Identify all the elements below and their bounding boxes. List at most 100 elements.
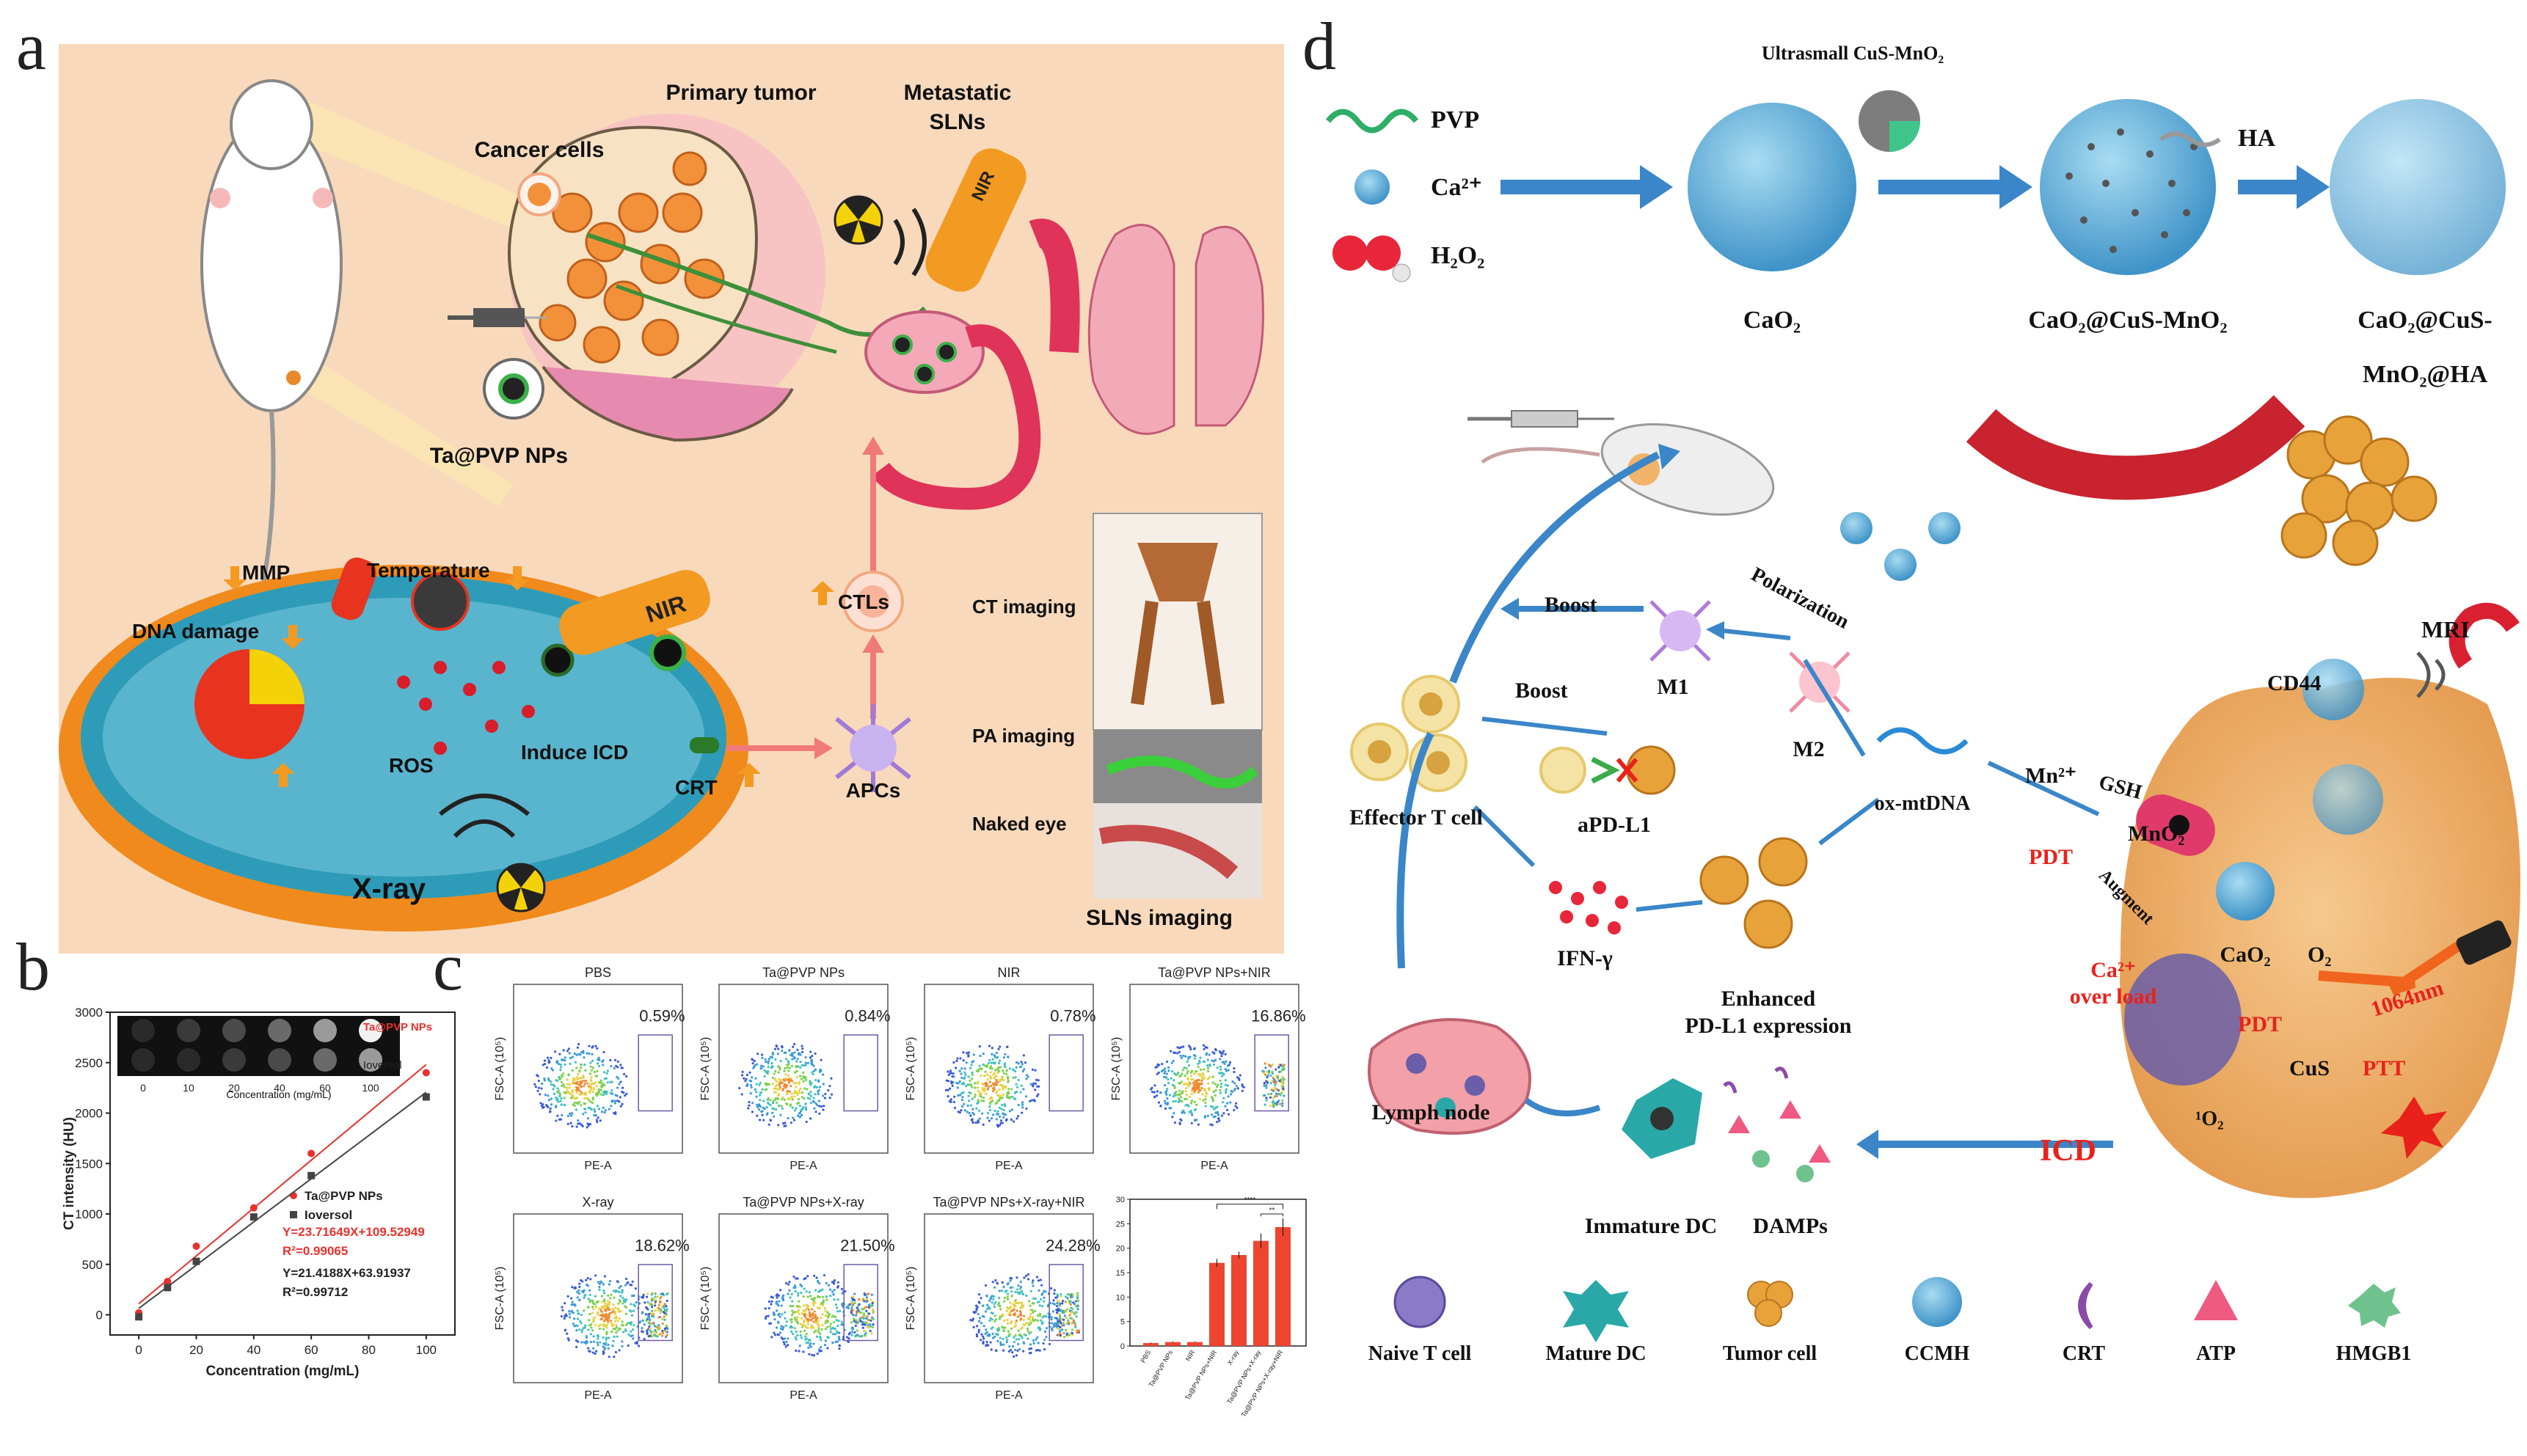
flow-event xyxy=(539,1093,542,1096)
flow-event xyxy=(799,1334,802,1337)
legend-hmgb1-icon xyxy=(2348,1284,2401,1328)
flow-event xyxy=(1175,1090,1178,1094)
ct-leg-icon xyxy=(1131,600,1225,706)
flow-event xyxy=(1172,1095,1175,1098)
flow-event xyxy=(1029,1347,1033,1350)
flow-gate xyxy=(1049,1034,1084,1112)
flow-event xyxy=(796,1277,799,1280)
flow-event xyxy=(1224,1083,1227,1086)
flow-event xyxy=(564,1056,566,1059)
flow-event xyxy=(982,1090,985,1093)
flow-event xyxy=(1017,1062,1020,1065)
flow-event xyxy=(793,1051,796,1054)
flow-event-positive xyxy=(1076,1294,1079,1298)
flow-event-positive xyxy=(1059,1334,1062,1337)
flow-event xyxy=(775,1294,778,1297)
flow-event xyxy=(596,1121,599,1124)
flow-event xyxy=(616,1075,619,1078)
flow-event xyxy=(612,1327,615,1331)
flow-event xyxy=(976,1086,979,1089)
flow-event xyxy=(836,1306,839,1309)
flow-event xyxy=(586,1341,588,1344)
flow-event xyxy=(798,1091,801,1094)
flow-event xyxy=(594,1303,597,1306)
flow-event-positive xyxy=(1069,1300,1072,1303)
flow-event-positive xyxy=(1266,1075,1269,1079)
flow-event xyxy=(795,1338,798,1341)
flow-event xyxy=(1002,1088,1004,1091)
flow-event xyxy=(580,1331,583,1334)
flow-event-positive xyxy=(651,1309,654,1312)
flow-event xyxy=(799,1075,802,1078)
bar-category-label: Ta@PVP NPs xyxy=(1148,1349,1175,1389)
flow-event xyxy=(621,1302,624,1305)
flow-event xyxy=(988,1307,991,1310)
flow-event-positive xyxy=(872,1310,875,1314)
flow-event xyxy=(1009,1277,1012,1280)
flow-event xyxy=(1029,1100,1032,1103)
flow-event xyxy=(589,1061,592,1064)
flow-event xyxy=(1224,1067,1227,1071)
flow-event xyxy=(575,1108,578,1111)
flow-event xyxy=(1208,1053,1211,1056)
flow-event xyxy=(581,1124,584,1127)
flow-event xyxy=(1018,1338,1021,1341)
flow-event-positive xyxy=(862,1298,865,1301)
flow-event xyxy=(999,1066,1002,1069)
singlet-oxygen-burst-icon xyxy=(2381,1097,2447,1159)
flow-event xyxy=(580,1341,583,1344)
flow-event xyxy=(1032,1084,1035,1087)
flow-event xyxy=(1233,1082,1236,1085)
flow-event xyxy=(621,1086,624,1089)
flow-event xyxy=(1178,1100,1181,1102)
flow-event xyxy=(993,1061,996,1064)
x-tick-label: 80 xyxy=(362,1343,376,1357)
flow-event xyxy=(550,1097,553,1100)
flow-event xyxy=(608,1108,610,1111)
enhanced-label-2: PD-L1 expression xyxy=(1685,1014,1852,1038)
flow-event-positive xyxy=(652,1315,655,1318)
flow-event xyxy=(626,1322,629,1325)
flow-event xyxy=(582,1113,585,1116)
flow-event xyxy=(1197,1078,1201,1082)
flow-event xyxy=(1011,1286,1014,1289)
flow-event xyxy=(1000,1289,1004,1292)
flow-event xyxy=(613,1320,617,1323)
flow-event xyxy=(1009,1301,1012,1304)
flow-event xyxy=(982,1337,985,1340)
flow-event xyxy=(571,1112,574,1115)
flow-event xyxy=(960,1067,963,1070)
flow-event xyxy=(996,1068,1000,1071)
flow-event xyxy=(1220,1083,1223,1086)
flow-event xyxy=(1020,1334,1023,1338)
flow-event xyxy=(741,1074,744,1077)
flow-event xyxy=(576,1080,579,1083)
flow-event xyxy=(1034,1297,1038,1300)
flow-event xyxy=(632,1337,635,1340)
flow-event xyxy=(980,1333,983,1336)
eq-ioversol: Y=21.4188X+63.91937 xyxy=(282,1266,411,1280)
panel-a: Primary tumor Metastatic SLNs Cancer cel… xyxy=(59,44,1284,954)
flow-event-positive xyxy=(871,1325,875,1328)
flow-event xyxy=(618,1349,621,1352)
flow-event xyxy=(575,1091,578,1094)
flow-event xyxy=(799,1283,802,1287)
apcs-label: APCs xyxy=(845,779,901,802)
flow-event-positive xyxy=(1057,1327,1060,1331)
flow-event xyxy=(990,1327,993,1330)
flow-event xyxy=(818,1086,821,1089)
flow-event xyxy=(1222,1097,1225,1100)
lungs-icon xyxy=(1087,224,1264,435)
flow-event xyxy=(775,1326,778,1329)
flow-event xyxy=(1025,1294,1028,1297)
flow-event xyxy=(1040,1293,1043,1296)
flow-event xyxy=(615,1315,618,1318)
flow-event xyxy=(969,1067,972,1069)
flow-event xyxy=(597,1058,599,1061)
bar-y-tick-label: 0 xyxy=(1120,1342,1125,1351)
flow-event xyxy=(597,1300,599,1303)
flow-event xyxy=(977,1293,981,1296)
flow-event xyxy=(1027,1300,1031,1303)
flow-panel-title: PBS xyxy=(585,965,611,980)
